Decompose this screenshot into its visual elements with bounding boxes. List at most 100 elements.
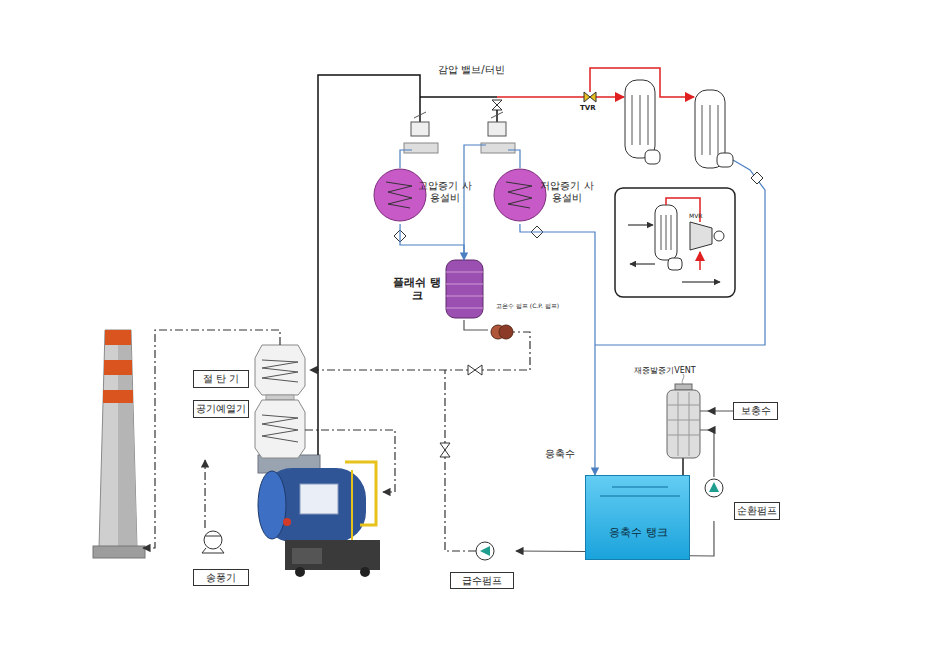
flow-connector	[516, 550, 585, 552]
blower-symbol	[202, 548, 224, 553]
evaporator	[625, 80, 733, 168]
vent-condenser	[689, 392, 690, 456]
pump-symbol	[491, 325, 505, 339]
boiler	[300, 484, 338, 514]
air-preheater: 공기예열기	[190, 400, 306, 460]
tvr-steam-line	[596, 96, 624, 98]
smoke-stack	[99, 330, 137, 548]
flue-gas-line	[143, 330, 280, 548]
evaporator	[648, 95, 649, 145]
boiler	[262, 468, 366, 542]
node-label: 순환펌프	[734, 502, 780, 520]
evaporator	[702, 105, 703, 155]
evaporator	[640, 95, 641, 145]
tvr-steam-line	[497, 68, 694, 97]
vent-condenser	[682, 458, 684, 475]
mvr-inset	[666, 215, 667, 250]
steam-user-coil	[374, 169, 426, 221]
flow-connector	[400, 224, 464, 260]
flue-gas-line	[305, 430, 395, 492]
node-label: 송풍기	[193, 569, 249, 586]
pump-symbol	[499, 325, 513, 339]
air-preheater-unit	[255, 400, 305, 458]
boiler	[351, 470, 353, 540]
node-label: 고압증기 사용설비	[418, 180, 472, 204]
blower-symbol	[204, 531, 222, 549]
economizer-unit	[255, 345, 305, 395]
valve-symbol	[468, 365, 482, 375]
boiler	[258, 455, 380, 577]
mvr-inset	[690, 222, 712, 250]
steam-trap	[394, 172, 763, 242]
part-label: TVR	[580, 104, 596, 112]
condensate-line	[400, 150, 412, 168]
hot-water-pump: 고온수 펌프 (C.P. 펌프)	[488, 302, 558, 340]
evaporator	[625, 80, 655, 158]
air-preheater-unit	[255, 400, 305, 458]
mvr-inset	[668, 258, 682, 270]
tvr-steam-line	[590, 68, 694, 97]
condensate-line	[595, 160, 765, 345]
flash-tank-vessel	[446, 272, 483, 273]
valve-symbol	[492, 100, 502, 110]
steam-trap	[531, 226, 543, 238]
reducing-valve	[404, 143, 438, 153]
water-surface-line	[600, 495, 680, 496]
smoke-stack	[104, 360, 132, 375]
vent-condenser-node: 재증발증기VENT	[622, 366, 708, 463]
part-label: 감압 밸브/터빈	[438, 63, 505, 77]
vent-condenser	[700, 430, 708, 431]
node-label: 고온수 펌프 (C.P. 펌프)	[496, 302, 558, 309]
flash-tank: 플래쉬 탱크	[392, 260, 486, 320]
evaporator	[645, 150, 660, 164]
smoke-stack	[118, 345, 137, 548]
circulation-pump: 순환펌프	[700, 477, 782, 521]
valve-symbol	[440, 443, 450, 457]
evaporator	[717, 153, 733, 167]
steam-main-line	[496, 110, 498, 122]
boiler	[285, 540, 380, 570]
tvr-valve	[584, 92, 596, 102]
steam-user-circle: 고압증기 사용설비	[372, 168, 480, 224]
water-surface-line	[600, 487, 680, 496]
flow-connector	[520, 224, 595, 475]
condensate-line	[400, 145, 765, 345]
flue-gas-line	[310, 332, 530, 370]
smoke-stack	[105, 330, 131, 345]
steam-user-circle: 저압증기 사용설비	[494, 168, 602, 224]
steam-user-coil	[506, 182, 532, 208]
blower: 송풍기	[190, 528, 250, 586]
reducing-valve	[491, 112, 503, 118]
node-label: 재증발증기VENT	[622, 366, 708, 376]
steam-main-line	[420, 96, 497, 98]
vent-condenser	[700, 411, 708, 412]
flow-connector	[204, 460, 205, 528]
reducing-valve	[488, 122, 506, 136]
condensate-line	[464, 145, 486, 260]
pump-symbol	[705, 479, 723, 497]
mvr-inset	[671, 215, 672, 250]
feed-pump: 급수펌프	[448, 538, 516, 590]
node-label: 절 탄 기	[193, 370, 249, 388]
flash-tank-vessel	[446, 296, 483, 297]
condensate-line	[508, 150, 520, 168]
evaporator	[710, 105, 711, 155]
valve-symbol	[440, 100, 502, 457]
boiler	[292, 548, 322, 564]
air-preheater-unit	[262, 415, 298, 442]
flue-gas-line	[445, 370, 476, 551]
flash-tank-vessel	[446, 260, 483, 318]
water-surface-line	[612, 486, 668, 487]
boiler	[258, 471, 286, 539]
vent-condenser	[667, 390, 700, 458]
blower-symbol	[202, 531, 224, 553]
mvr-inset	[655, 205, 677, 260]
economizer: 절 탄 기	[190, 345, 306, 395]
mvr-inset	[682, 282, 720, 283]
node-label: 보충수	[733, 402, 778, 420]
flue-gas-line	[143, 330, 530, 551]
blower-symbol	[205, 536, 221, 537]
